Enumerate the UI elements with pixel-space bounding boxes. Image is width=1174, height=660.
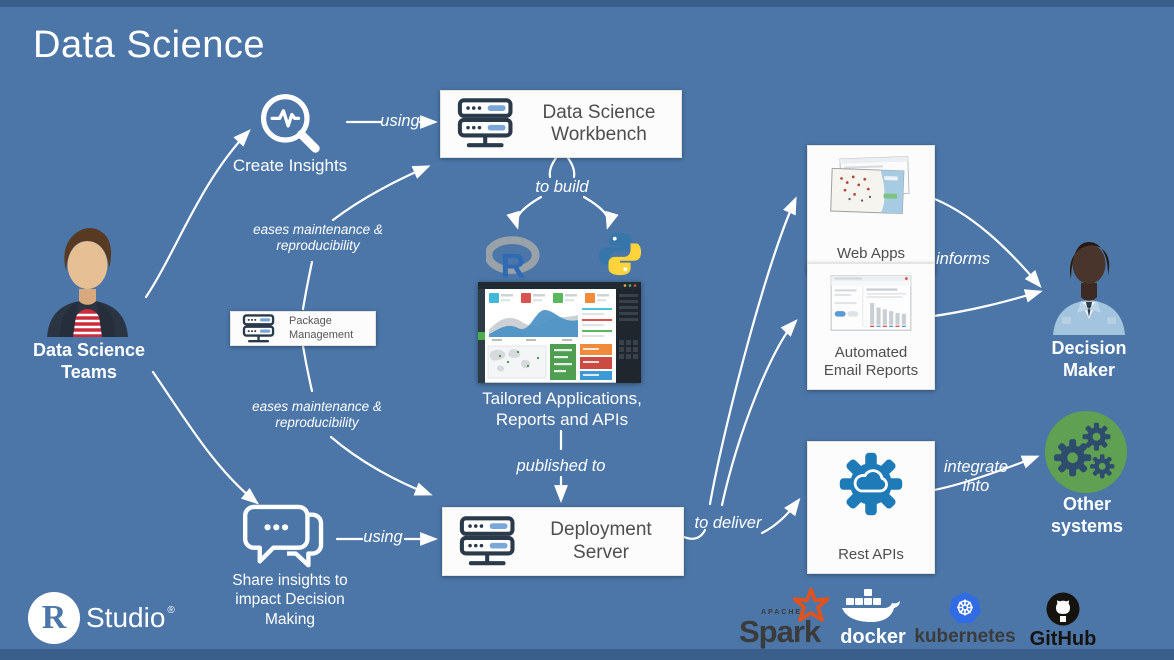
top-border-band <box>0 0 1174 7</box>
workbench-node: Data Science Workbench <box>440 90 682 158</box>
deployment-server-label: Deployment Server <box>550 519 652 563</box>
kubernetes-helm-icon <box>949 592 981 623</box>
create-insights-label: Create Insights <box>232 156 348 175</box>
rstudio-circle-mark: R <box>28 592 80 644</box>
edge-label-informs: informs <box>935 250 991 268</box>
docker-logo: docker <box>838 588 908 650</box>
spark-logo: APACHE Spark <box>737 588 841 649</box>
github-octocat-icon <box>1046 592 1080 626</box>
edge-label-integrate-into: integrate into <box>943 458 1009 495</box>
tailored-apps-label: Tailored Applications, Reports and APIs <box>482 389 642 430</box>
package-management-label: Package Management <box>289 314 354 341</box>
decision-maker-label: Decision Maker <box>1051 338 1127 380</box>
rest-apis-label: Rest APIs <box>838 546 904 564</box>
edge-label-using-share: using <box>363 528 403 546</box>
rest-apis-node: Rest APIs <box>807 441 935 574</box>
workbench-label: Data Science Workbench <box>542 101 656 145</box>
data-science-teams-label: Data Science Teams <box>32 340 146 382</box>
package-management-node: Package Management <box>230 311 376 346</box>
api-gear-cloud-icon <box>839 452 903 516</box>
svg-text:R: R <box>500 247 525 280</box>
python-logo <box>598 232 642 276</box>
rstudio-r-initial: R <box>41 599 67 636</box>
rstudio-logo: R Studio ® <box>28 592 175 644</box>
other-systems-gears-icon <box>1044 410 1128 494</box>
chat-bubbles-icon <box>243 504 324 568</box>
github-logo: GitHub <box>1028 591 1098 650</box>
spark-wordmark: Spark <box>739 614 821 649</box>
magnifier-pulse-icon <box>261 94 320 153</box>
decision-maker-avatar <box>1053 242 1125 335</box>
edge-label-to-deliver: to deliver <box>694 514 762 532</box>
edge-label-to-build: to build <box>535 178 589 196</box>
github-wordmark: GitHub <box>1029 628 1097 650</box>
server-icon <box>455 97 517 151</box>
web-apps-thumbnail <box>830 156 910 215</box>
registered-mark: ® <box>167 604 175 616</box>
edge-label-eases-bottom: eases maintenance & reproducibility <box>252 399 382 431</box>
other-systems-label: Other systems <box>1050 494 1124 536</box>
bottom-border-band <box>0 649 1174 660</box>
email-report-thumbnail <box>830 275 912 331</box>
server-icon <box>239 314 279 344</box>
edge-label-eases-top: eases maintenance & reproducibility <box>253 222 383 254</box>
dashboard-screenshot <box>478 282 641 383</box>
deployment-server-node: Deployment Server <box>442 507 684 576</box>
web-apps-label: Web Apps <box>836 245 906 263</box>
rstudio-wordmark: Studio <box>86 602 166 633</box>
edge-label-using-create: using <box>380 112 420 130</box>
page-title: Data Science <box>33 24 266 66</box>
kubernetes-logo: kubernetes <box>912 591 1018 649</box>
spark-star-icon <box>793 588 829 622</box>
server-icon <box>457 515 519 569</box>
email-reports-node: Automated Email Reports <box>807 263 935 390</box>
edge-label-published-to: published to <box>516 457 606 475</box>
data-science-teams-avatar <box>47 228 128 337</box>
r-logo: R <box>486 236 540 280</box>
docker-wordmark: docker <box>840 626 906 648</box>
docker-whale-icon <box>842 589 900 622</box>
web-apps-node: Web Apps <box>807 145 935 273</box>
share-insights-label: Share insights to impact Decision Making <box>232 572 348 628</box>
kubernetes-wordmark: kubernetes <box>914 626 1016 647</box>
email-reports-label: Automated Email Reports <box>823 343 919 380</box>
spark-apache-label: APACHE <box>761 609 803 616</box>
